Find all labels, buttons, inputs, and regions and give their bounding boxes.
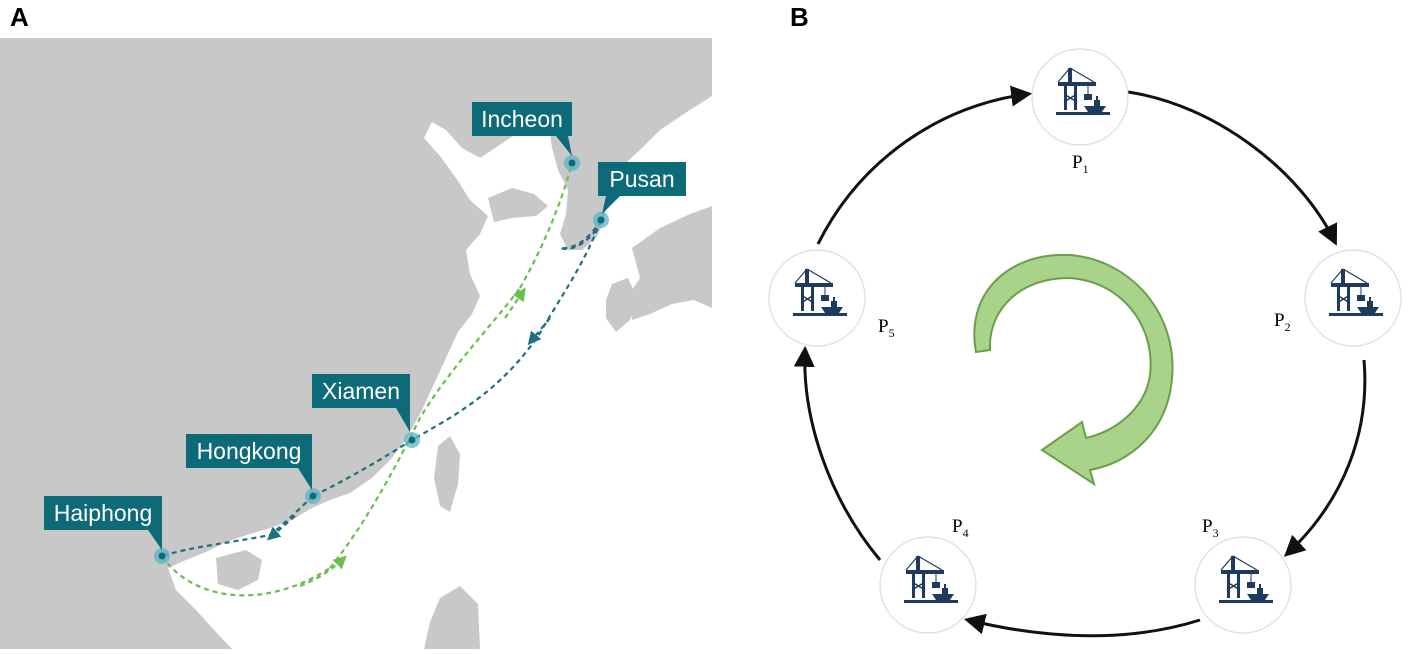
cycle-svg: P1 P2 P3 P4 P5: [768, 48, 1402, 638]
port-node-p1: P1: [1031, 48, 1129, 176]
port-p5-base: P: [878, 316, 889, 337]
japan-islands: [628, 206, 712, 320]
callout-hongkong: Hongkong: [186, 434, 312, 490]
port-p4-sub: 4: [963, 526, 969, 540]
callout-pusan: Pusan: [598, 162, 686, 214]
port-dot-haiphong: [154, 548, 170, 564]
callout-label-xiamen: Xiamen: [322, 378, 400, 404]
callout-label-hongkong: Hongkong: [197, 438, 302, 464]
port-node-p5: P5: [768, 249, 895, 347]
arc-p2-p3: [1283, 359, 1367, 557]
green-route-arrow-1: [299, 555, 347, 588]
map-svg: Incheon Pusan Xiamen Hongkong Haiphong: [0, 38, 712, 649]
blue-route: [312, 219, 603, 497]
mainland: [0, 38, 712, 649]
svg-text:P4: P4: [952, 516, 969, 540]
port-p3-base: P: [1202, 516, 1213, 537]
port-node-p2: P2: [1274, 249, 1402, 347]
taiwan: [434, 436, 460, 512]
green-route-top: [519, 162, 574, 289]
hainan: [216, 550, 262, 590]
port-p1-sub: 1: [1083, 162, 1089, 176]
shandong: [488, 188, 548, 222]
port-dot-incheon: [564, 155, 580, 171]
callout-label-haiphong: Haiphong: [54, 500, 152, 526]
callout-incheon: Incheon: [472, 102, 572, 156]
panel-label-a: A: [10, 2, 29, 32]
green-route: [161, 555, 331, 597]
port-cycle-diagram: P1 P2 P3 P4 P5: [760, 30, 1409, 649]
callout-xiamen: Xiamen: [312, 374, 410, 432]
panel-label-b: B: [790, 2, 809, 32]
svg-text:P2: P2: [1274, 310, 1291, 334]
luzon: [424, 586, 480, 649]
callout-label-incheon: Incheon: [481, 106, 563, 132]
svg-text:P1: P1: [1072, 152, 1089, 176]
route-map: Incheon Pusan Xiamen Hongkong Haiphong: [0, 38, 712, 649]
arc-p3-p4: [963, 613, 1201, 638]
green-route-mid: [329, 287, 521, 569]
rotation-arrow: [973, 253, 1174, 487]
callout-label-pusan: Pusan: [609, 166, 674, 192]
port-dot-pusan: [593, 212, 609, 228]
blue-route-lower: [161, 495, 314, 558]
kyushu: [606, 278, 636, 332]
arc-p5-p1: [816, 85, 1033, 245]
blue-route-top: [559, 219, 602, 251]
port-p5-sub: 5: [889, 326, 895, 340]
callout-haiphong: Haiphong: [44, 496, 162, 550]
port-p4-base: P: [952, 516, 963, 537]
arc-p4-p5: [793, 345, 882, 561]
svg-text:P5: P5: [878, 316, 895, 340]
port-node-p4: P4: [879, 516, 977, 634]
svg-text:P3: P3: [1202, 516, 1219, 540]
port-p3-sub: 3: [1213, 526, 1219, 540]
blue-route-arrow-1: [527, 317, 551, 346]
port-dot-xiamen: [404, 432, 420, 448]
port-p2-sub: 2: [1285, 320, 1291, 334]
port-p1-base: P: [1072, 152, 1083, 173]
arc-p1-p2: [1127, 90, 1338, 246]
port-node-p3: P3: [1194, 516, 1292, 634]
port-p2-base: P: [1274, 310, 1285, 331]
port-dot-hongkong: [305, 488, 321, 504]
